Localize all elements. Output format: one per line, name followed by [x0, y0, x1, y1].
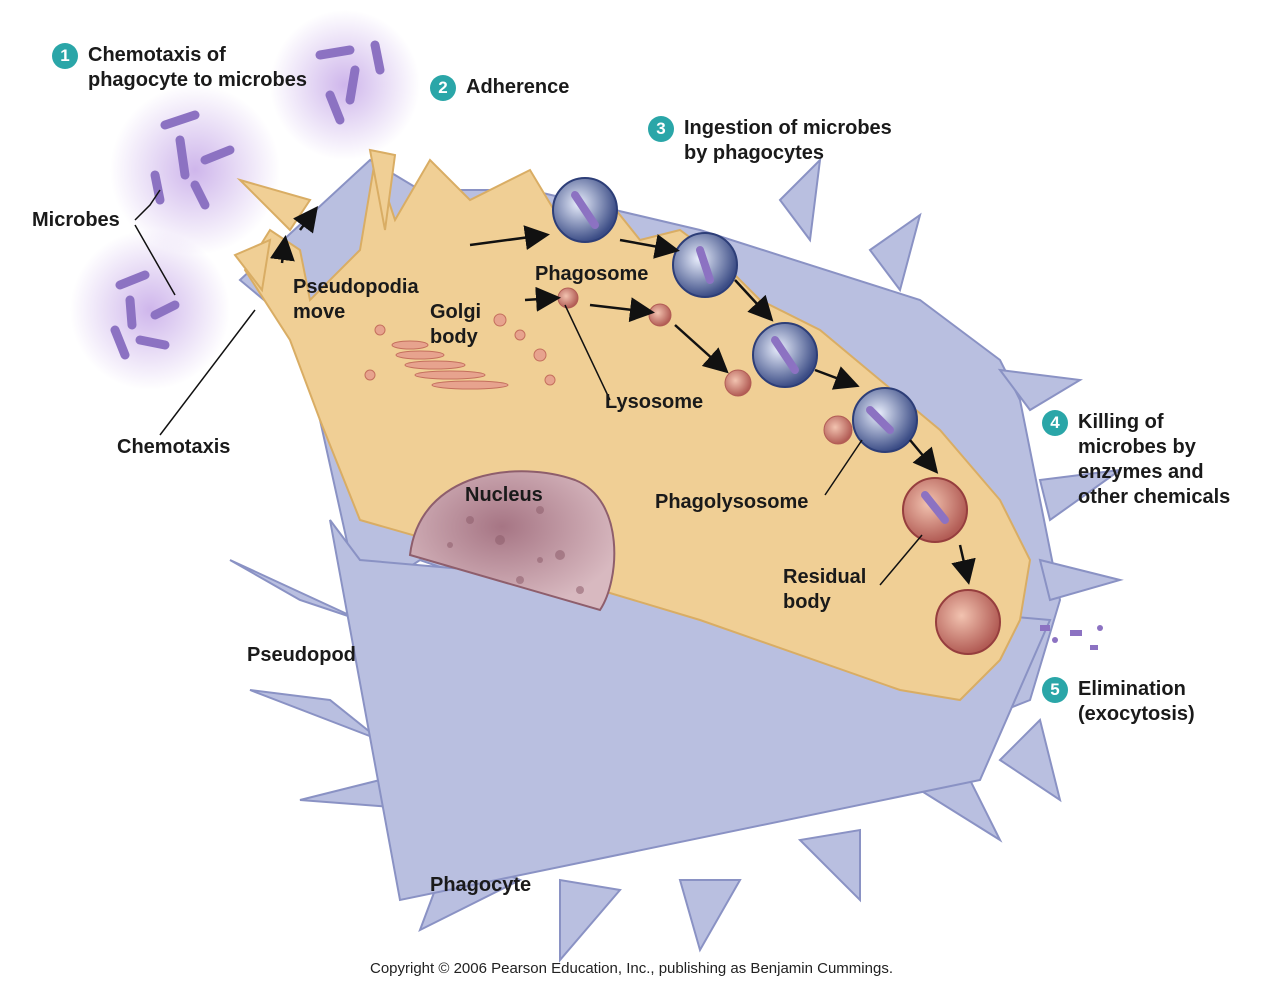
step-3-badge: 3: [648, 116, 674, 142]
step-2: 2 Adherence: [430, 75, 569, 101]
label-phagosome: Phagosome: [535, 262, 648, 287]
step-5-text: Elimination (exocytosis): [1078, 677, 1195, 727]
step-1: 1 Chemotaxis of phagocyte to microbes: [52, 43, 307, 93]
step-4-text: Killing of microbes by enzymes and other…: [1078, 410, 1230, 510]
step-2-text: Adherence: [466, 75, 569, 100]
step-3: 3 Ingestion of microbes by phagocytes: [648, 116, 892, 166]
label-chemotaxis: Chemotaxis: [117, 435, 230, 460]
label-microbes: Microbes: [32, 208, 120, 233]
step-4-badge: 4: [1042, 410, 1068, 436]
label-nucleus: Nucleus: [465, 483, 543, 508]
step-3-text: Ingestion of microbes by phagocytes: [684, 116, 892, 166]
label-residual-body: Residual body: [783, 565, 866, 615]
copyright-text: Copyright © 2006 Pearson Education, Inc.…: [0, 960, 1263, 977]
label-golgi-body: Golgi body: [430, 300, 481, 350]
step-1-badge: 1: [52, 43, 78, 69]
label-lysosome: Lysosome: [605, 390, 703, 415]
step-4: 4 Killing of microbes by enzymes and oth…: [1042, 410, 1230, 510]
step-1-text: Chemotaxis of phagocyte to microbes: [88, 43, 307, 93]
step-5: 5 Elimination (exocytosis): [1042, 677, 1195, 727]
label-phagolysosome: Phagolysosome: [655, 490, 808, 515]
label-pseudopod: Pseudopod: [247, 643, 356, 668]
step-5-badge: 5: [1042, 677, 1068, 703]
label-pseudopodia-move: Pseudopodia move: [293, 275, 419, 325]
label-phagocyte: Phagocyte: [430, 873, 531, 898]
step-2-badge: 2: [430, 75, 456, 101]
